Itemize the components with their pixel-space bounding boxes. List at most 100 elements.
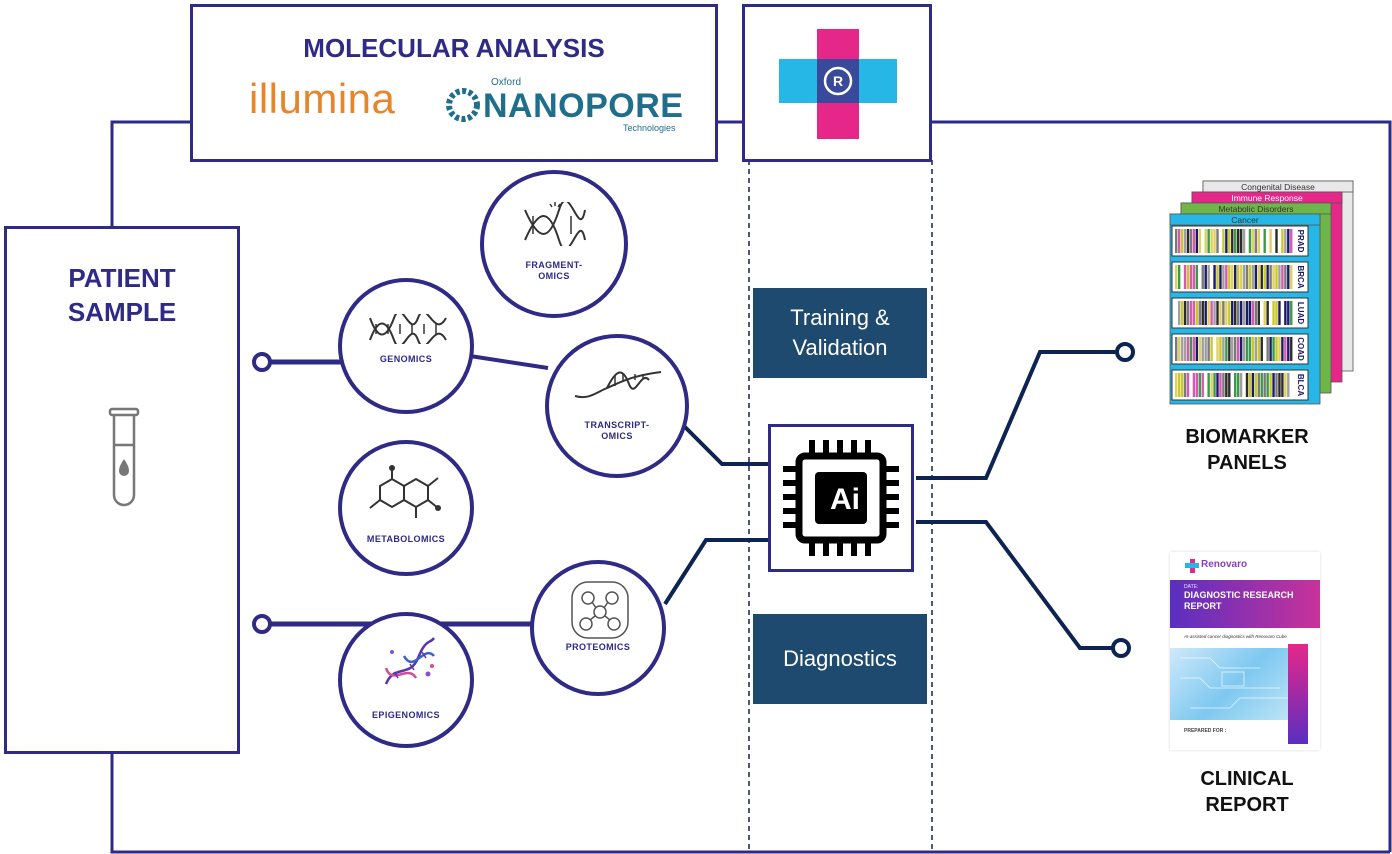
- biomarker-row-bar: [1225, 373, 1228, 397]
- biomarker-row-bar: [1231, 229, 1234, 253]
- biomarker-row-label: LUAD: [1296, 302, 1305, 324]
- biomarker-row-bar: [1281, 337, 1284, 361]
- biomarker-row-bar: [1269, 337, 1272, 361]
- biomarker-row-bar: [1287, 373, 1290, 397]
- frame-line-bottom: [110, 752, 1390, 854]
- diagnostics-box: Diagnostics: [753, 614, 927, 704]
- biomarker-row-bar: [1213, 265, 1216, 289]
- biomarker-row-bar: [1287, 229, 1290, 253]
- ai-chip-box: Ai: [768, 424, 914, 572]
- biomarker-row-bar: [1248, 301, 1252, 325]
- fragmentomics-label: FRAGMENT- OMICS: [525, 260, 583, 281]
- biomarker-row-bar: [1183, 265, 1187, 289]
- biomarker-row-bar: [1189, 337, 1193, 361]
- genomics-label: GENOMICS: [379, 354, 433, 364]
- biomarker-row-bar: [1213, 373, 1216, 397]
- biomarker-row-bar: [1186, 337, 1190, 361]
- biomarker-row-bar: [1254, 229, 1258, 253]
- illumina-logo: illumina: [249, 75, 396, 122]
- biomarker-row-bar: [1251, 337, 1255, 361]
- biomarker-row-bar: [1219, 373, 1222, 397]
- frame-line-top-left: [110, 120, 192, 228]
- biomarker-row-bar: [1257, 337, 1260, 361]
- biomarker-row-bar: [1183, 373, 1187, 397]
- biomarker-row-bar: [1204, 301, 1207, 325]
- biomarker-row-bar: [1231, 265, 1234, 289]
- biomarker-row-bar: [1192, 265, 1196, 289]
- biomarker-row-bar: [1228, 301, 1231, 325]
- biomarker-row-bar: [1192, 373, 1196, 397]
- svg-text:R: R: [833, 73, 843, 89]
- biomarker-row-bar: [1210, 301, 1213, 325]
- biomarker-row-bar: [1266, 265, 1269, 289]
- biomarker-row-bar: [1251, 301, 1255, 325]
- biomarker-row-bar: [1242, 373, 1246, 397]
- biomarker-row-bar: [1195, 337, 1199, 361]
- biomarker-layer-tab-3: [1169, 213, 1321, 226]
- molecular-analysis-box: MOLECULAR ANALYSIS illumina Oxford NANOP…: [190, 4, 718, 162]
- proteomics-node: PROTEOMICS: [530, 560, 666, 696]
- biomarker-row-bar: [1272, 265, 1275, 289]
- biomarker-row-bar: [1195, 265, 1199, 289]
- biomarker-row-bar: [1192, 301, 1196, 325]
- biomarker-row-bar: [1263, 229, 1266, 253]
- biomarker-row-bar: [1189, 373, 1193, 397]
- biomarker-row-bar: [1287, 337, 1290, 361]
- metabolomics-label: METABOLOMICS: [366, 534, 446, 544]
- epigenomics-label: EPIGENOMICS: [372, 710, 440, 720]
- biomarker-row-bar: [1257, 229, 1260, 253]
- genomics-node: GENOMICS: [338, 278, 474, 414]
- biomarker-row-bar: [1219, 265, 1222, 289]
- biomarker-row-bar: [1183, 301, 1187, 325]
- biomarker-row-bar: [1290, 373, 1293, 397]
- biomarker-row-bar: [1228, 229, 1231, 253]
- biomarker-row-bar: [1284, 265, 1287, 289]
- biomarker-row-bar: [1236, 229, 1240, 253]
- biomarker-row-bar: [1222, 265, 1225, 289]
- biomarker-row-bar: [1251, 229, 1255, 253]
- biomarker-row-bar: [1210, 229, 1213, 253]
- biomarker-row-bar: [1284, 337, 1287, 361]
- biomarker-row-bar: [1219, 301, 1222, 325]
- biomarker-row-bar: [1186, 265, 1190, 289]
- biomarker-row-bar: [1234, 301, 1237, 325]
- dna-methylation-icon: [384, 637, 436, 685]
- biomarker-row-bar: [1204, 373, 1207, 397]
- biomarker-row-bar: [1201, 337, 1204, 361]
- dna-fragment-icon: [524, 202, 586, 246]
- biomarker-row-bar: [1186, 373, 1190, 397]
- biomarker-row-bar: [1269, 301, 1272, 325]
- biomarker-row-bar: [1192, 337, 1196, 361]
- biomarker-row-bar: [1222, 229, 1225, 253]
- node-patient-top: [252, 352, 272, 372]
- biomarker-row-bar: [1251, 373, 1255, 397]
- biomarker-layer-label-2: Metabolic Disorders: [1218, 204, 1293, 214]
- biomarker-row-label: COAD: [1296, 337, 1305, 361]
- rna-strand-icon: [574, 371, 662, 398]
- biomarker-row-bar: [1216, 265, 1219, 289]
- biomarker-row-bar: [1242, 337, 1246, 361]
- biomarker-row-bar: [1198, 265, 1201, 289]
- biomarker-row-bar: [1201, 373, 1204, 397]
- patient-sample-title: PATIENT SAMPLE: [67, 263, 177, 327]
- biomarker-row-bar: [1263, 301, 1266, 325]
- biomarker-row-bar: [1260, 373, 1263, 397]
- biomarker-row-bar: [1177, 265, 1181, 289]
- biomarker-row-bar: [1234, 265, 1237, 289]
- biomarker-row-label: PRAD: [1296, 230, 1305, 253]
- biomarker-row-bar: [1195, 229, 1199, 253]
- biomarker-row-bar: [1216, 373, 1219, 397]
- biomarker-row-bar: [1192, 229, 1196, 253]
- metabolomics-node: METABOLOMICS: [338, 440, 474, 576]
- test-tube-icon: [108, 407, 140, 507]
- biomarker-row-bar: [1290, 337, 1293, 361]
- biomarker-row-bar: [1248, 337, 1252, 361]
- biomarker-row-bar: [1201, 265, 1204, 289]
- biomarker-row-bar: [1278, 373, 1281, 397]
- biomarker-row-bar: [1207, 373, 1210, 397]
- biomarker-row-bar: [1269, 373, 1272, 397]
- biomarker-row-bar: [1236, 301, 1240, 325]
- biomarker-row-bar: [1213, 337, 1216, 361]
- biomarker-row-bar: [1210, 373, 1213, 397]
